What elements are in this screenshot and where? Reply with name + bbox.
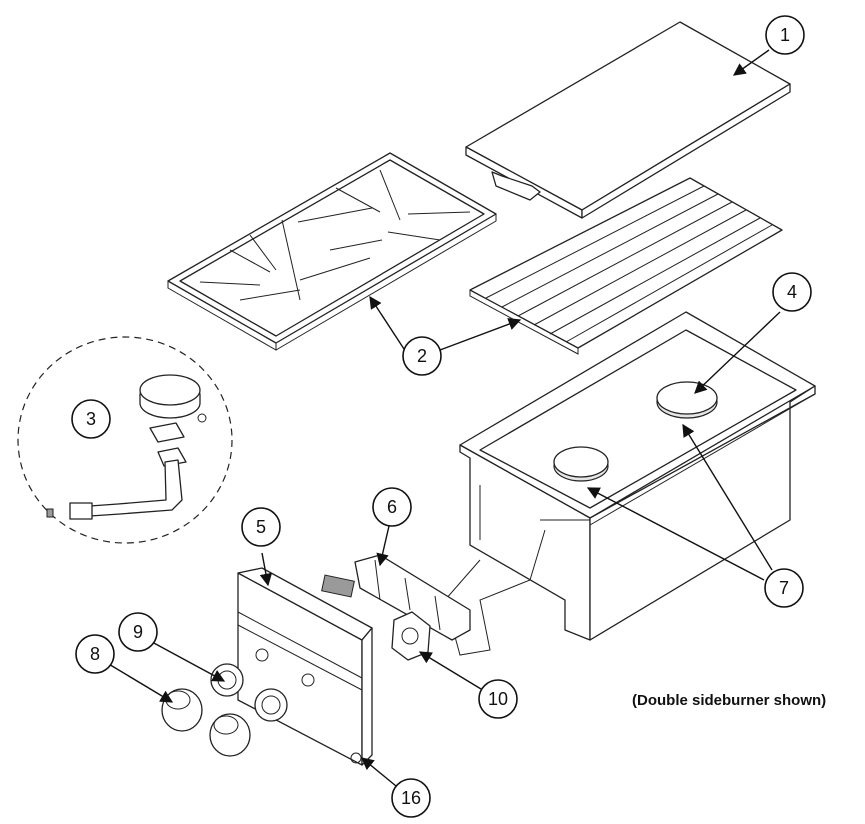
callout-9-label: 9: [133, 622, 143, 642]
callout-2-label: 2: [417, 346, 427, 366]
diagram-caption: (Double sideburner shown): [632, 692, 827, 709]
leader-lines: [106, 49, 781, 787]
callout-10: 10: [478, 679, 518, 719]
callout-4-label: 4: [787, 282, 797, 302]
burner-detail-view: [17, 336, 233, 544]
callout-6: 6: [372, 487, 412, 527]
callout-1: 1: [765, 15, 805, 55]
callout-8: 8: [75, 634, 115, 674]
wire-rack: [469, 177, 783, 355]
callout-16: 16: [391, 778, 431, 818]
cover-lid: [465, 21, 791, 219]
cast-grate: [167, 152, 497, 351]
callout-4: 4: [772, 272, 812, 312]
callout-7-label: 7: [779, 578, 789, 598]
callout-5: 5: [241, 507, 281, 547]
firebox-housing: [444, 311, 816, 656]
control-knobs: [161, 688, 251, 757]
callout-8-label: 8: [90, 644, 100, 664]
callout-1-label: 1: [780, 25, 790, 45]
callout-6-label: 6: [387, 497, 397, 517]
callout-9: 9: [118, 612, 158, 652]
callout-5-label: 5: [256, 517, 266, 537]
callout-3-label: 3: [86, 409, 96, 429]
callout-2: 2: [402, 336, 442, 376]
callout-3: 3: [71, 399, 111, 439]
valve-manifold: [321, 554, 471, 641]
callout-10-label: 10: [488, 689, 508, 709]
callout-7: 7: [764, 568, 804, 608]
callout-16-label: 16: [401, 788, 421, 808]
